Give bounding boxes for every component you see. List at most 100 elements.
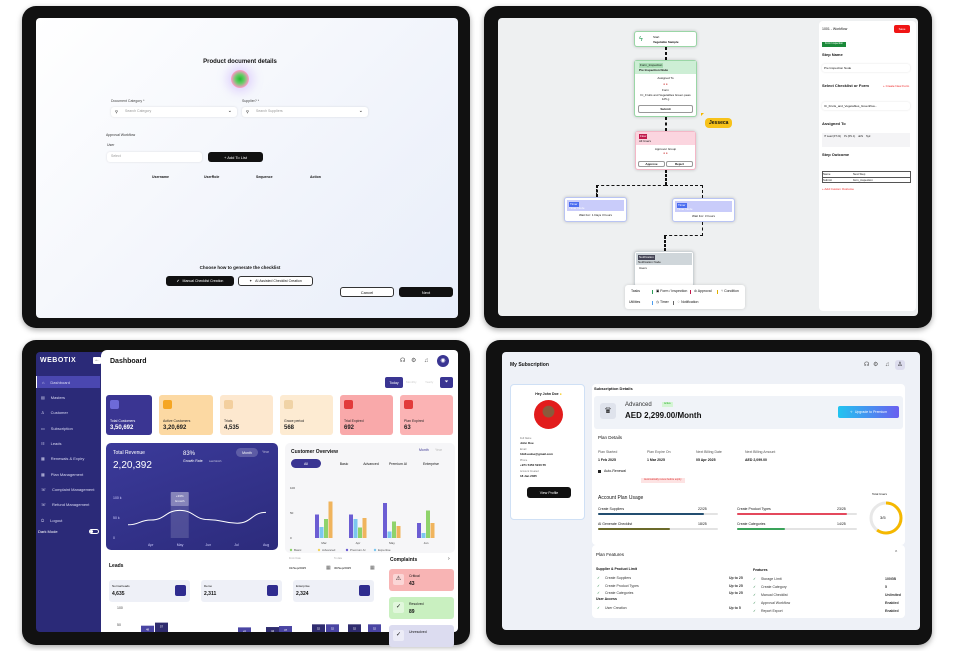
tab-premium-ai[interactable]: Premium AI	[388, 461, 408, 466]
outcome-next-step[interactable]: form_inspection	[853, 178, 873, 182]
document-category-select[interactable]: ⚲ Search Category ⌄	[111, 107, 237, 117]
greeting: Hey John Doe ●	[511, 392, 586, 397]
step-name-input[interactable]: Pre Inspection Node	[822, 64, 910, 72]
notification-node[interactable]: Notification Notification Node Users	[634, 251, 694, 287]
save-button[interactable]: Save	[894, 25, 910, 33]
sidebar-item-subscription[interactable]: ▭Subscription	[36, 422, 100, 434]
toggle-year[interactable]: Year	[262, 450, 270, 454]
palette-form-inspection[interactable]: ▣ Form / Inspection	[652, 289, 687, 294]
create-form-link[interactable]: + Create New Form	[883, 84, 910, 88]
next-button[interactable]: Next	[399, 287, 453, 297]
support-icon[interactable]: ☊	[864, 362, 870, 368]
reject-button[interactable]: Reject	[666, 161, 693, 167]
plan-tabs: All Basic Advanced Premium AI Enterprise	[291, 459, 446, 469]
sidebar-item-customer[interactable]: ♙Customer	[36, 406, 100, 418]
outcome-name[interactable]: Submit	[823, 178, 832, 182]
tablet-product-form	[22, 6, 470, 328]
from-date-input[interactable]: 01/Sep/2025	[289, 566, 307, 570]
chevron-up-icon[interactable]: ⌃	[894, 550, 899, 556]
checklist-select[interactable]: IC_Fruits_and_Vegetables_GreenPea...	[822, 102, 910, 110]
support-icon[interactable]: ☊	[400, 358, 406, 364]
tab-advanced[interactable]: Advanced	[363, 461, 379, 466]
user-icon[interactable]: ♙	[895, 360, 905, 370]
bell-icon[interactable]: ♫	[424, 358, 429, 364]
palette-approval[interactable]: ⊘ Approval	[690, 289, 712, 294]
view-profile-button[interactable]: View Profile	[527, 487, 571, 498]
user-select[interactable]: Select	[107, 152, 202, 162]
plan-details-title: Plan Details	[598, 435, 623, 440]
tab-yearly[interactable]: Yearly	[425, 380, 434, 384]
toggle-year[interactable]: Year	[435, 448, 443, 452]
sidebar-item-renewals-expiry[interactable]: ▦Renewals & Expiry	[36, 452, 100, 464]
palette-notification[interactable]: ♢ Notification	[673, 300, 698, 305]
timer-node[interactable]: Timer Timer Node Wait For: 3 hours	[672, 198, 735, 222]
lead-bar-label: 57	[160, 625, 164, 629]
tab-today[interactable]: Today	[385, 377, 403, 388]
to-date-input[interactable]: 30/Sep/2025	[334, 566, 352, 570]
cancel-button[interactable]: Cancel	[340, 287, 394, 297]
dark-mode-toggle[interactable]	[89, 529, 99, 534]
filter-icon[interactable]: ⏷	[440, 377, 453, 388]
add-outcome-link[interactable]: + Add Custom Outcome	[822, 187, 854, 191]
tab-all[interactable]: All	[291, 459, 321, 468]
timer-node[interactable]: Timer Timer Node Wait For: 1 Days 3 hour…	[564, 197, 627, 222]
sidebar-item-masters[interactable]: ▤Masters	[36, 391, 100, 403]
settings-icon[interactable]: ⚙	[873, 362, 879, 368]
assignee-chip[interactable]: abhi	[858, 135, 863, 138]
tab-monthly[interactable]: Monthly	[406, 380, 417, 384]
x-tick-label: Jun	[206, 543, 212, 547]
start-node[interactable]: ϟ Start Vegetable Sample	[634, 31, 697, 47]
sidebar-item-leads[interactable]: ☷Leads	[36, 437, 100, 449]
tab-basic[interactable]: Basic	[339, 461, 349, 466]
submit-button[interactable]: Submit	[638, 105, 693, 113]
calendar-icon[interactable]: ▦	[326, 565, 331, 571]
complaint-unresolved[interactable]: ✓Unresolved	[389, 625, 454, 647]
assignee-chip[interactable]: PL (IPL 1)	[844, 135, 856, 138]
sidebar-item-refund-management[interactable]: ☏Refund Management	[36, 498, 100, 510]
collapse-sidebar-icon[interactable]: ←	[93, 357, 101, 364]
sidebar-item-complaint-management[interactable]: ☏Complaint Management	[36, 483, 100, 495]
calendar-icon[interactable]: ▦	[370, 565, 375, 571]
approve-button[interactable]: Approve	[638, 161, 665, 167]
assignee-chip[interactable]: IT Lead (IIT 21)	[824, 135, 842, 138]
chevron-right-icon[interactable]: ›	[448, 556, 450, 562]
sidebar-item-logout[interactable]: ⏻Logout	[36, 514, 100, 526]
approval-node[interactable]: Flow All Users Approver Group ● ● Approv…	[635, 131, 696, 170]
sidebar-item-dashboard[interactable]: ⌂Dashboard	[36, 376, 100, 388]
ai-checklist-button[interactable]: ✦AI Assisted Checklist Creation	[238, 276, 313, 286]
toggle-month[interactable]: Month	[236, 448, 258, 457]
add-to-list-button[interactable]: + Add To List	[208, 152, 263, 162]
palette-timer[interactable]: ◷ Timer	[652, 300, 669, 305]
lead-bar-label: 52	[353, 626, 357, 630]
lead-bar	[348, 624, 361, 632]
avatar[interactable]: ◉	[437, 355, 449, 367]
stat-icon	[110, 400, 119, 409]
tab-enterprise[interactable]: Enterprise	[423, 461, 439, 466]
supplier-select[interactable]: ⚲ Search Suppliers ⌄	[242, 107, 368, 117]
palette-condition[interactable]: ⑂ Condition	[717, 289, 739, 294]
feature-value: Up to 25	[729, 576, 743, 580]
toggle-month[interactable]: Month	[419, 448, 429, 452]
upgrade-button[interactable]: ✧Upgrade to Premium	[838, 406, 899, 418]
form-inspection-node[interactable]: Form_Inspection Pre Inspection Node Assi…	[634, 60, 697, 117]
bell-icon[interactable]: ♫	[885, 362, 890, 368]
sidebar-item-plan-management[interactable]: ▦Plan Management	[36, 468, 100, 480]
assignee-multiselect[interactable]: IT Lead (IIT 21) PL (IPL 1) abhi Syd	[822, 133, 910, 147]
sidebar-item-label: Leads	[50, 440, 62, 446]
assignee-chip[interactable]: Syd	[865, 135, 871, 138]
manual-checklist-button[interactable]: ✔Manual Checklist Creation	[166, 276, 234, 286]
check-icon: ✓	[597, 606, 600, 610]
settings-icon[interactable]: ⚙	[411, 358, 417, 364]
auto-renewal-checkbox[interactable]	[598, 470, 601, 473]
